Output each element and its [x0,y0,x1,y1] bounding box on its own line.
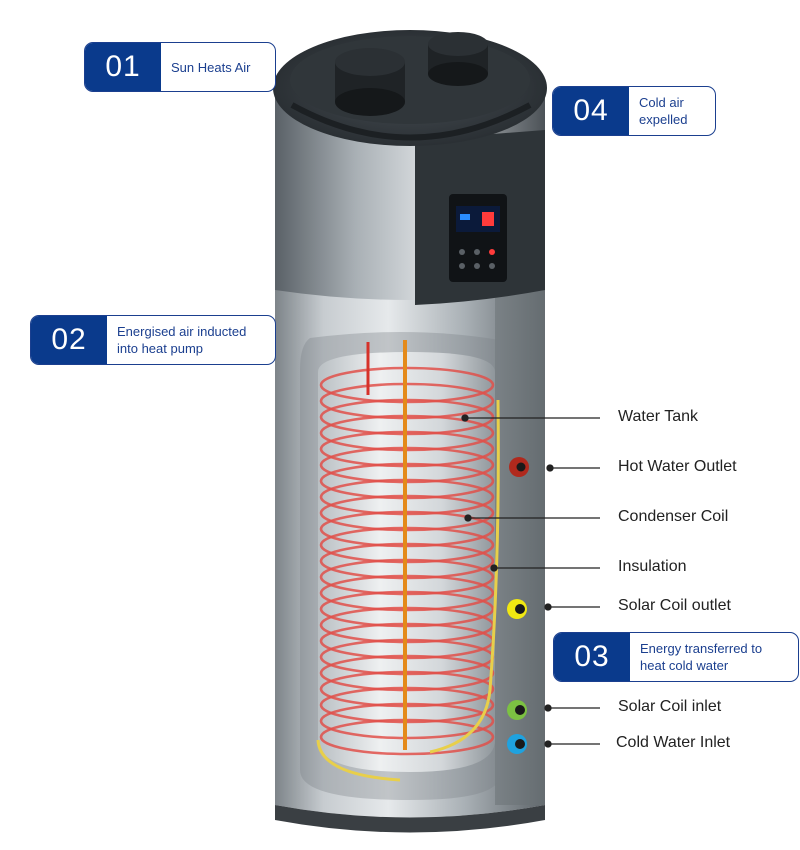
label-solar-coil-outlet: Solar Coil outlet [618,597,731,614]
step-number: 03 [554,633,630,681]
hot-water-outlet-port-core [516,462,526,472]
insulation-bottom [316,739,401,782]
solar-coil-outlet-port-core [515,604,525,614]
label-insulation: Insulation [618,558,687,575]
step-number: 01 [85,43,161,91]
cold-water-inlet-port-core [515,739,525,749]
label-cold-water-inlet: Cold Water Inlet [616,734,731,751]
top-duct-left [335,48,405,116]
step-text: Energised air inducted into heat pump [117,324,247,356]
step-number: 04 [553,87,629,135]
top-duct-right [428,32,488,86]
callout-leaders [461,414,600,748]
step-text: Cold air expelled [639,95,688,127]
label-condenser-coil: Condenser Coil [618,508,729,525]
step-number: 02 [31,316,107,364]
label-hot-water-outlet: Hot Water Outlet [618,458,737,475]
label-solar-coil-inlet: Solar Coil inlet [618,698,722,715]
step-box-01: 01 Sun Heats Air [84,42,276,92]
step-text: Energy transferred to heat cold water [640,641,763,673]
label-water-tank: Water Tank [618,408,699,425]
step-text: Sun Heats Air [171,59,251,75]
control-panel [449,194,507,282]
solar-coil-inlet-port-core [515,705,525,715]
insulation-line [429,399,500,754]
step-box-02: 02 Energised air inducted into heat pump [30,315,276,365]
step-box-03: 03 Energy transferred to heat cold water [553,632,799,682]
step-box-04: 04 Cold air expelled [552,86,716,136]
center-pipe [366,340,407,750]
